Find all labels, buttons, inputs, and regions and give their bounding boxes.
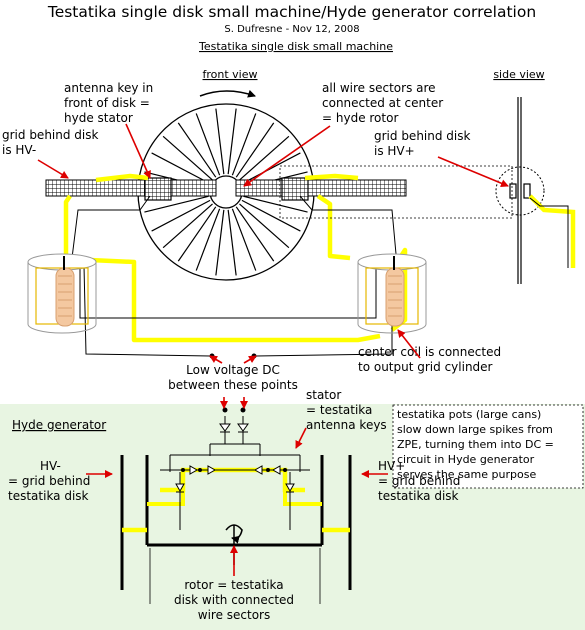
svg-text:ZPE, turning them into DC =: ZPE, turning them into DC =	[397, 438, 554, 451]
svg-text:center coil is connected: center coil is connected	[358, 345, 501, 359]
rotor-rotation-icon	[225, 524, 243, 544]
wire-sector	[231, 113, 257, 176]
svg-text:is HV-: is HV-	[2, 143, 36, 157]
svg-text:circuit in Hyde generator: circuit in Hyde generator	[397, 453, 535, 466]
grid-left	[45, 179, 217, 197]
wire-sector	[239, 203, 290, 249]
antenna-label: antenna key in front of disk = hyde stat…	[64, 81, 153, 125]
wire-sector	[151, 199, 211, 232]
svg-text:grid behind disk: grid behind disk	[2, 128, 98, 142]
svg-text:testatika disk: testatika disk	[8, 489, 89, 503]
wire-sector	[195, 208, 221, 271]
low-voltage-label: Low voltage DC between these points	[168, 363, 298, 392]
svg-text:= grid behind: = grid behind	[8, 474, 90, 488]
hyde-heading: Hyde generator	[12, 418, 106, 432]
disk	[137, 89, 315, 281]
hyde-note: testatika pots (large cans) slow down la…	[392, 404, 584, 489]
front-view-label: front view	[203, 68, 258, 81]
wire-sector	[215, 108, 225, 175]
rotation-arrow	[199, 89, 256, 98]
svg-text:HV+: HV+	[378, 459, 405, 473]
svg-text:to output grid cylinder: to output grid cylinder	[358, 360, 493, 374]
svg-text:= hyde rotor: = hyde rotor	[322, 111, 398, 125]
svg-text:testatika pots (large cans): testatika pots (large cans)	[397, 408, 541, 421]
sectors-label: all wire sectors are connected at center…	[322, 81, 443, 125]
wire-sector	[177, 206, 217, 262]
svg-text:all wire sectors are: all wire sectors are	[322, 81, 436, 95]
wire-sector	[144, 195, 209, 213]
svg-text:is HV+: is HV+	[374, 144, 415, 158]
center-coil-label: center coil is connected to output grid …	[358, 345, 501, 374]
svg-text:= testatika: = testatika	[306, 403, 372, 417]
wire-sector	[215, 209, 225, 276]
hyde-stator-label: stator = testatika antenna keys	[306, 388, 387, 432]
side-view-label: side view	[493, 68, 544, 81]
grid-right	[235, 179, 407, 197]
grid-right-label: grid behind disk is HV+	[374, 129, 470, 158]
antenna-key-right	[281, 177, 309, 201]
side-view-callout	[279, 165, 513, 219]
wire-sector	[235, 122, 275, 178]
wire-sector	[177, 122, 217, 178]
wire-sector	[162, 203, 213, 249]
rotor-label: rotor = testatika disk with connected wi…	[174, 578, 294, 622]
svg-text:serves the same purpose: serves the same purpose	[397, 468, 536, 481]
svg-text:wire sectors: wire sectors	[198, 608, 270, 622]
hv-plus-label: HV+ = grid behind testatika disk	[378, 459, 460, 503]
wire-sector	[227, 108, 237, 175]
svg-text:rotor = testatika: rotor = testatika	[184, 578, 283, 592]
wire-sector	[241, 199, 301, 232]
wire-sector	[231, 208, 257, 271]
pot-right	[357, 253, 427, 334]
svg-text:HV-: HV-	[40, 459, 61, 473]
section-title: Testatika single disk small machine	[198, 40, 393, 53]
svg-text:antenna keys: antenna keys	[306, 418, 387, 432]
wire-sector	[241, 152, 301, 185]
hv-minus-label: HV- = grid behind testatika disk	[8, 459, 90, 503]
wire-sector	[243, 195, 308, 213]
wire-sector	[239, 135, 290, 181]
wire-sector	[151, 152, 211, 185]
svg-text:disk with connected: disk with connected	[174, 593, 294, 607]
callout-arrows	[37, 123, 509, 364]
svg-text:= grid behind: = grid behind	[378, 474, 460, 488]
svg-text:between these points: between these points	[168, 378, 298, 392]
hyde-arrows	[86, 397, 388, 576]
grid-left-label: grid behind disk is HV-	[2, 128, 98, 157]
antenna-key-left	[144, 177, 172, 201]
svg-text:connected at center: connected at center	[322, 96, 443, 110]
svg-text:Low voltage DC: Low voltage DC	[186, 363, 280, 377]
wire-sector	[227, 209, 237, 276]
side-view	[495, 97, 576, 284]
pot-left	[27, 253, 97, 334]
author-credit: S. Dufresne - Nov 12, 2008	[224, 24, 359, 35]
wire-sector	[195, 113, 221, 176]
svg-text:testatika disk: testatika disk	[378, 489, 459, 503]
svg-text:stator: stator	[306, 388, 341, 402]
wire-sector	[162, 135, 213, 181]
svg-text:antenna key in: antenna key in	[64, 81, 153, 95]
svg-text:front of disk =: front of disk =	[64, 96, 150, 110]
wire-sector	[235, 206, 275, 262]
svg-text:hyde stator: hyde stator	[64, 111, 133, 125]
diagram-title: Testatika single disk small machine/Hyde…	[47, 3, 536, 21]
svg-text:slow down large spikes from: slow down large spikes from	[397, 423, 553, 436]
svg-text:grid behind disk: grid behind disk	[374, 129, 470, 143]
